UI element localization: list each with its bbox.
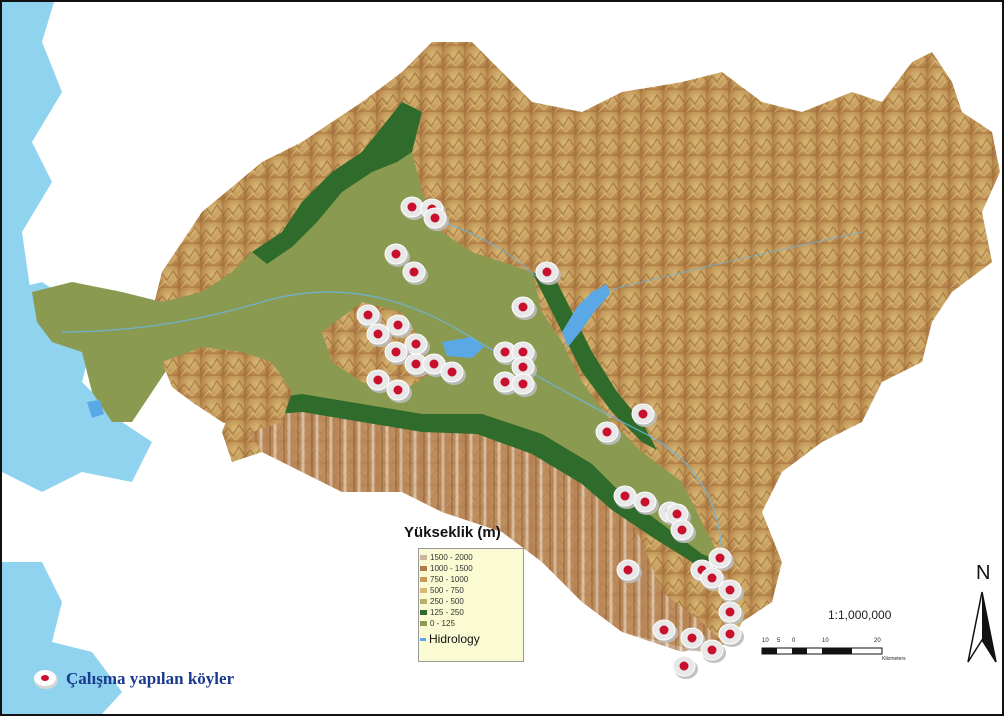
lake-west bbox=[87, 400, 104, 418]
legend-elevation-label: 1000 - 1500 bbox=[430, 564, 473, 573]
legend-swatch bbox=[420, 588, 427, 593]
legend-elevation-row: 1000 - 1500 bbox=[420, 563, 520, 574]
village-marker bbox=[718, 623, 744, 647]
legend-swatch bbox=[420, 566, 427, 571]
legend-elevation-row: 250 - 500 bbox=[420, 596, 520, 607]
legend-elevation-row: 0 - 125 bbox=[420, 618, 520, 629]
river-north bbox=[441, 221, 543, 283]
village-marker bbox=[493, 371, 519, 395]
legend-elevation-label: 0 - 125 bbox=[430, 619, 455, 628]
legend-swatch bbox=[420, 621, 427, 626]
legend-elevation-label: 750 - 1000 bbox=[430, 575, 469, 584]
legend-title: Yükseklik (m) bbox=[404, 524, 501, 541]
village-marker bbox=[652, 619, 678, 643]
village-legend: Çalışma yapılan köyler bbox=[32, 666, 234, 692]
village-marker bbox=[384, 341, 410, 365]
scalebar-tick-2: 0 bbox=[792, 638, 796, 644]
village-marker bbox=[535, 261, 561, 285]
legend-elevation-label: 1500 - 2000 bbox=[430, 553, 473, 562]
legend-hydrology-label: Hidrology bbox=[429, 632, 480, 646]
village-marker bbox=[631, 403, 657, 427]
village-marker bbox=[613, 485, 639, 509]
valley-edge-north bbox=[252, 102, 422, 264]
village-marker bbox=[422, 353, 448, 377]
river-east bbox=[601, 231, 863, 293]
legend-elevation-row: 500 - 750 bbox=[420, 585, 520, 596]
scalebar-tick-0: 10 bbox=[762, 638, 769, 644]
scalebar-tick-3: 10 bbox=[822, 638, 829, 644]
legend-elevation-label: 500 - 750 bbox=[430, 586, 464, 595]
legend-swatch bbox=[420, 577, 427, 582]
legend-elevation-row: 1500 - 2000 bbox=[420, 552, 520, 563]
valley-edge-south bbox=[242, 394, 722, 574]
village-marker bbox=[670, 519, 696, 543]
village-marker bbox=[366, 323, 392, 347]
sea-south-west bbox=[2, 562, 122, 714]
village-marker bbox=[616, 559, 642, 583]
lake-central bbox=[442, 337, 484, 358]
scalebar-tick-4: 20 bbox=[874, 638, 881, 644]
southern-ridge bbox=[242, 402, 722, 652]
river-main bbox=[61, 291, 723, 563]
village-marker bbox=[672, 655, 698, 679]
scale-ratio: 1:1,000,000 bbox=[828, 608, 892, 622]
village-legend-label: Çalışma yapılan köyler bbox=[66, 669, 235, 688]
legend-elevation-row: 125 - 250 bbox=[420, 607, 520, 618]
valley-edge-east bbox=[532, 272, 657, 450]
legend-rows: 1500 - 2000 1000 - 1500 750 - 1000 500 - 75… bbox=[420, 552, 520, 647]
village-marker bbox=[356, 304, 382, 328]
north-label: N bbox=[976, 562, 991, 584]
village-marker bbox=[511, 296, 537, 320]
village-marker bbox=[366, 369, 392, 393]
village-marker bbox=[680, 627, 706, 651]
sea-west bbox=[2, 282, 152, 492]
village-markers bbox=[356, 196, 744, 679]
north-arrow-icon bbox=[967, 591, 997, 663]
village-marker bbox=[595, 421, 621, 445]
hydrology-line-icon bbox=[420, 637, 426, 641]
village-marker bbox=[700, 639, 726, 663]
legend-elevation-label: 125 - 250 bbox=[430, 608, 464, 617]
village-marker bbox=[718, 579, 744, 603]
village-marker-icon bbox=[34, 670, 58, 689]
village-marker bbox=[384, 243, 410, 267]
scalebar-tick-1: 5 bbox=[777, 638, 781, 644]
lake-east bbox=[562, 284, 610, 347]
legend-swatch bbox=[420, 555, 427, 560]
village-marker bbox=[402, 261, 428, 285]
legend-swatch bbox=[420, 599, 427, 604]
village-marker bbox=[633, 491, 659, 515]
village-marker bbox=[708, 547, 734, 571]
village-marker bbox=[700, 567, 726, 591]
sea-north-west bbox=[2, 2, 62, 322]
village-marker bbox=[718, 601, 744, 625]
scale-bar: 10 5 0 10 20 Kilometers bbox=[761, 638, 906, 662]
legend-hydrology-row: Hidrology bbox=[420, 631, 520, 647]
legend-elevation-row: 750 - 1000 bbox=[420, 574, 520, 585]
inner-hill-2 bbox=[162, 347, 292, 432]
legend-box bbox=[418, 548, 524, 662]
village-marker bbox=[404, 333, 430, 357]
legend-elevation-label: 250 - 500 bbox=[430, 597, 464, 606]
village-marker bbox=[423, 207, 449, 231]
village-marker bbox=[440, 361, 466, 385]
village-marker bbox=[386, 314, 412, 338]
legend-swatch bbox=[420, 610, 427, 615]
village-marker bbox=[400, 196, 426, 220]
scalebar-unit: Kilometers bbox=[882, 656, 906, 662]
village-marker bbox=[511, 373, 537, 397]
village-marker bbox=[386, 379, 412, 403]
